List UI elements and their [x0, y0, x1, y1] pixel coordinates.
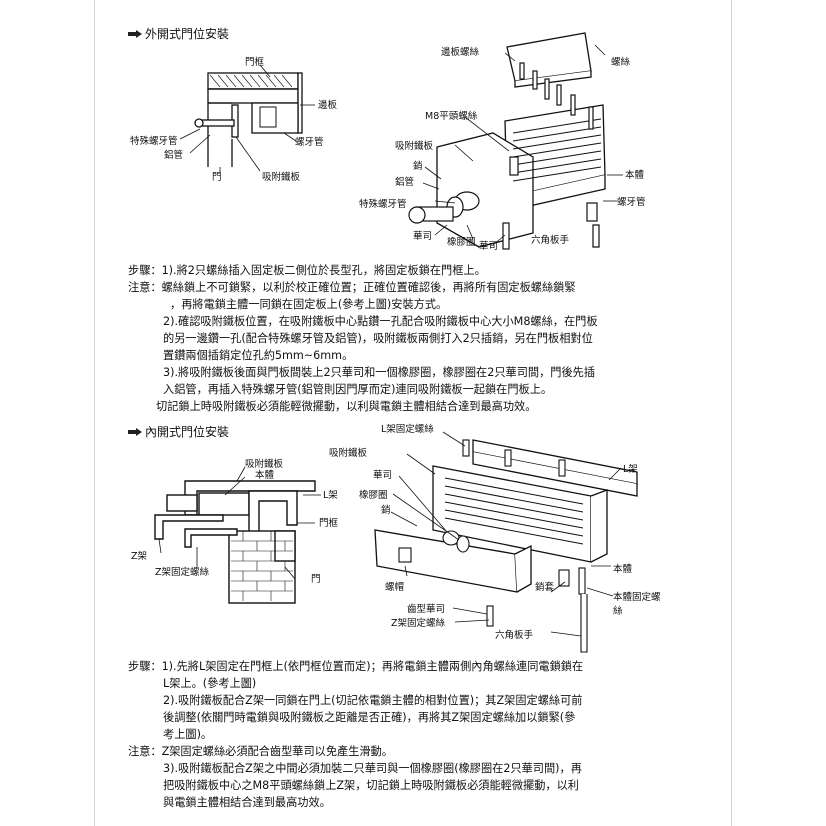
outward-warning: 切記鎖上時吸附鐵板必須能輕微擺動，以利與電鎖主體相結合達到最高功效。	[156, 400, 537, 413]
label-door-in: 門	[311, 574, 321, 585]
label-door-frame: 門框	[245, 56, 265, 68]
inward-heading: 內開式門位安裝	[128, 423, 229, 440]
outward-exploded-diagram: 邊板螺絲 螺絲 M8平頭螺絲 吸附鐵板 銷 鋁管 本體 特殊螺牙管 螺牙管 華司…	[359, 32, 646, 252]
label-rubber-ring: 橡膠圈	[447, 236, 476, 248]
label-pin: 銷	[413, 160, 423, 172]
label-door-frame-in: 門框	[319, 517, 339, 529]
label-armature-plate: 吸附鐵板	[262, 171, 301, 183]
inward-step-3c: 與電鎖主體相結合達到最高功效。	[163, 796, 331, 809]
label-aluminum-tube: 鋁管	[164, 149, 183, 161]
label-screw-tube-2: 螺牙管	[617, 196, 646, 208]
label-body: 本體	[625, 169, 645, 181]
inward-section-diagram: 吸附鐵板 本體 L架 門框 Z架 Z架固定螺絲 門	[131, 458, 339, 604]
label-armature-plate-in: 吸附鐵板	[245, 458, 284, 470]
inward-step-1b: L架上。(參考上圖)	[163, 677, 257, 690]
outward-heading: 外開式門位安裝	[128, 25, 229, 42]
outward-step-2a: 2).確認吸附鐵板位置，在吸附鐵板中心點鑽一孔配合吸附鐵板中心大小M8螺絲，在門…	[163, 315, 598, 328]
label-hex-wrench: 六角板手	[531, 234, 570, 246]
label-rubber-ring-in: 橡膠圈	[359, 489, 388, 501]
left-page-edge	[94, 0, 95, 826]
right-page-edge	[731, 0, 732, 826]
label-side-plate-screw: 邊板螺絲	[441, 46, 480, 58]
label-washer-b: 華司	[479, 240, 498, 252]
inward-step-2a: 2).吸附鐵板配合Z架一同鎖在門上(切記依電鎖主體的相對位置)；其Z架固定螺絲可…	[163, 694, 583, 707]
label-armature-plate-in-2: 吸附鐵板	[329, 447, 368, 459]
label-screw: 螺絲	[611, 56, 631, 68]
inward-step-1a: 步驟：1).先將L架固定在門框上(依門框位置而定)；再將電鎖主體兩側內角螺絲連同…	[128, 660, 584, 673]
outward-note: 注意：螺絲鎖上不可鎖緊，以利於校正確位置；正確位置確認後，再將所有固定板螺絲鎖緊	[128, 281, 576, 294]
label-tooth-washer: 齒型華司	[407, 603, 445, 615]
label-z-bracket: Z架	[131, 551, 148, 562]
inward-heading-text: 內開式門位安裝	[145, 425, 230, 439]
label-l-bracket: L架	[323, 490, 338, 501]
label-z-bracket-screw: Z架固定螺絲	[155, 566, 210, 578]
label-body-in-2: 本體	[613, 563, 633, 575]
inward-step-2c: 考上圖)。	[163, 728, 213, 741]
outward-heading-text: 外開式門位安裝	[145, 27, 230, 41]
label-washer-in: 華司	[373, 469, 392, 481]
label-body-in: 本體	[255, 469, 275, 481]
arrow-bullet-icon	[128, 427, 142, 436]
inward-step-3a: 3).吸附鐵板配合Z架之中間必須加裝二只華司與一個橡膠圈(橡膠圈在2只華司間)，…	[163, 762, 582, 775]
inward-note: 注意：Z架固定螺絲必須配合齒型華司以免產生滑動。	[128, 745, 393, 758]
outward-step-3a: 3).將吸附鐵板後面與門板間裝上2只華司和一個橡膠圈，橡膠圈在2只華司間，門後先…	[163, 366, 596, 379]
label-screw-tube: 螺牙管	[295, 136, 324, 148]
label-side-plate: 邊板	[318, 99, 338, 111]
inward-step-2b: 後調整(依關門時電鎖與吸附鐵板之距離是否正確)，再將其Z架固定螺絲加以鎖緊(參	[163, 711, 576, 724]
label-body-screw: 本體固定螺	[613, 591, 661, 603]
outward-step-2b: 的另一邊鑽一孔(配合特殊螺牙管及鋁管)，吸附鐵板兩側打入2只插銷，另在門板相對位	[163, 332, 593, 345]
outward-note-cont: ，再將電鎖主體一同鎖在固定板上(參考上圖)安裝方式。	[170, 298, 448, 311]
label-hex-wrench-in: 六角板手	[495, 629, 534, 641]
label-washer-a: 華司	[413, 230, 432, 242]
label-body-screw-2: 絲	[613, 605, 623, 617]
label-m8-screw: M8平頭螺絲	[425, 110, 478, 122]
label-nut-cap: 螺帽	[385, 581, 404, 593]
label-armature-plate-2: 吸附鐵板	[395, 140, 434, 152]
label-l-bracket-screw: L架固定螺絲	[381, 423, 434, 435]
label-special-screw-tube: 特殊螺牙管	[130, 135, 178, 147]
label-sleeve: 銷套	[535, 581, 555, 593]
inward-step-3b: 把吸附鐵板中心之M8平頭螺絲鎖上Z架，切記鎖上時吸附鐵板必須能輕微擺動，以利	[163, 779, 579, 792]
inward-exploded-diagram: L架固定螺絲 吸附鐵板 華司 橡膠圈 銷 L架 本體 螺帽 銷套 本體固定螺 絲…	[329, 423, 661, 653]
outward-step-3b: 入鋁管，再插入特殊螺牙管(鋁管則因門厚而定)連同吸附鐵板一起鎖在門板上。	[163, 383, 553, 396]
label-aluminum-tube-2: 鋁管	[395, 176, 414, 188]
label-pin-in: 銷	[381, 504, 391, 516]
outward-step-2c: 置鑽兩個插銷定位孔約5mm~6mm。	[163, 349, 354, 362]
label-door: 門	[212, 172, 222, 183]
arrow-bullet-icon	[128, 29, 142, 38]
label-special-screw-tube-2: 特殊螺牙管	[359, 198, 407, 210]
outward-step-1: 步驟：1).將2只螺絲插入固定板二側位於長型孔，將固定板鎖在門框上。	[128, 264, 486, 277]
label-z-bracket-screw-2: Z架固定螺絲	[391, 617, 446, 629]
outward-section-diagram: 門框 邊板 特殊螺牙管 螺牙管 鋁管 門 吸附鐵板	[130, 56, 338, 183]
label-l-bracket-2: L架	[623, 464, 638, 475]
